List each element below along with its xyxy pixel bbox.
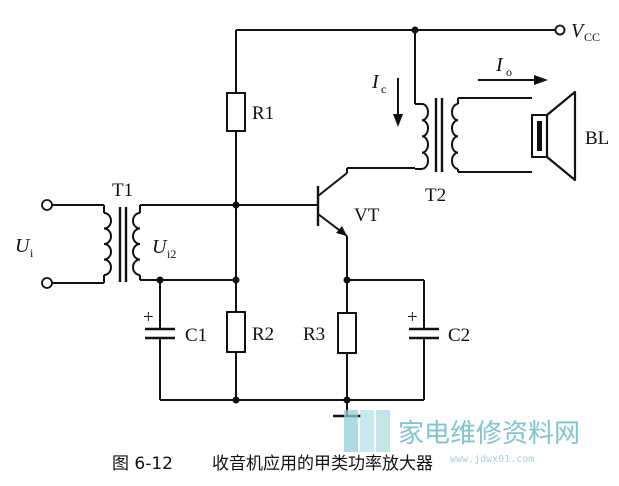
vcc-subscript: CC [584, 30, 600, 44]
watermark-logo [344, 410, 358, 452]
ui-subscript: i [30, 246, 34, 260]
vcc-label: V [571, 20, 586, 42]
resistor-r3 [337, 312, 357, 354]
ic-subscript: c [381, 82, 386, 96]
transistor-vt: VT [316, 167, 415, 284]
r3-label: R3 [303, 324, 325, 345]
r2-label: R2 [252, 324, 274, 345]
ic-arrow [393, 114, 403, 127]
figure-title: 收音机应用的甲类功率放大器 [212, 454, 433, 474]
ui2-subscript: i2 [167, 247, 176, 261]
transformer-t1: T1 U i U i2 [15, 180, 240, 289]
ui2-label: U [152, 236, 168, 258]
bl-label: BL [585, 128, 609, 149]
resistor-r2: R2 [226, 311, 274, 400]
io-arrow [534, 75, 548, 85]
figure-caption: 图 6-12 收音机应用的甲类功率放大器 [112, 454, 433, 474]
t2-label: T2 [425, 185, 446, 206]
resistor-r1: R1 [226, 30, 274, 205]
watermark-text: 家电维修资料网 [398, 419, 580, 449]
transformer-t2: T2 I c I o [371, 30, 548, 206]
c2-plus: + [407, 307, 418, 328]
t1-label: T1 [112, 180, 133, 201]
watermark: 家电维修资料网 www.jdwx01.com [344, 410, 580, 465]
vcc-terminal [554, 24, 566, 36]
emitter-network: R3 + C2 [303, 279, 470, 400]
input-terminal-bottom [41, 277, 53, 289]
c2-label: C2 [448, 325, 470, 346]
base-node [140, 201, 318, 312]
vt-label: VT [354, 205, 380, 226]
c1-label: C1 [185, 325, 207, 346]
io-label: I [495, 54, 504, 76]
c1-plus: + [143, 307, 154, 328]
watermark-url: www.jdwx01.com [450, 454, 534, 465]
io-subscript: o [506, 65, 512, 79]
vcc-rail: V CC [236, 20, 600, 44]
figure-number: 图 6-12 [112, 454, 173, 474]
speaker-bl: BL [531, 90, 609, 182]
capacitor-c1: + C1 [143, 280, 207, 400]
ic-label: I [371, 71, 380, 93]
r1-label: R1 [252, 103, 274, 124]
input-terminal-top [41, 199, 53, 211]
ui-label: U [15, 235, 31, 257]
